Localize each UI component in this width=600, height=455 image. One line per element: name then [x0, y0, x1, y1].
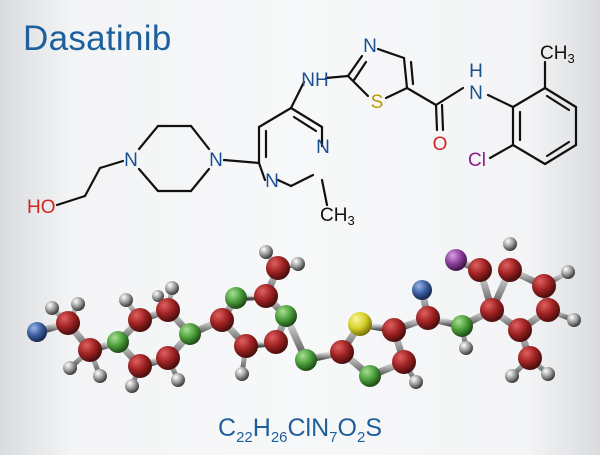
formula-symbol: ClN — [287, 414, 330, 442]
atom-label-ho: HO — [27, 197, 56, 218]
atom-label-ch3-bottom: CH3 — [320, 205, 355, 228]
formula-subscript: 22 — [236, 429, 253, 446]
ball-and-stick-model — [27, 237, 581, 393]
atom-label-ch3-top: CH3 — [540, 43, 575, 66]
molecular-formula: C22H26ClN7O2S — [0, 414, 600, 446]
formula-symbol: C — [218, 414, 237, 442]
atom-label-o-amide: O — [433, 134, 448, 155]
atom-label-n-piperazine-right: N — [209, 150, 223, 171]
formula-symbol: S — [365, 414, 382, 442]
formula-symbol: H — [252, 414, 271, 442]
atom-label-n-amide: N — [469, 83, 483, 104]
atom-label-s-thiazole: S — [371, 92, 384, 113]
skeletal-labels: N S NH H N O Cl CH3 N N N N HO CH3 — [27, 36, 575, 228]
atom-label-n-piperazine-left: N — [124, 150, 138, 171]
atom-label-cl: Cl — [468, 150, 486, 171]
atom-label-n-pyrimidine-top: N — [316, 137, 330, 158]
formula-subscript: 7 — [329, 429, 338, 446]
atom-label-nh-link: NH — [301, 70, 328, 91]
formula-subscript: 26 — [270, 429, 288, 446]
atom-label-h-amide: H — [469, 61, 483, 82]
formula-subscript: 2 — [356, 429, 366, 446]
molecule-title: Dasatinib — [23, 19, 172, 58]
skeletal-bonds — [55, 47, 578, 207]
atom-label-n-thiazole: N — [363, 36, 377, 57]
formula-symbol: O — [337, 414, 357, 442]
atom-spheres — [27, 237, 581, 393]
atom-label-n-pyrimidine-bottom: N — [265, 171, 279, 192]
